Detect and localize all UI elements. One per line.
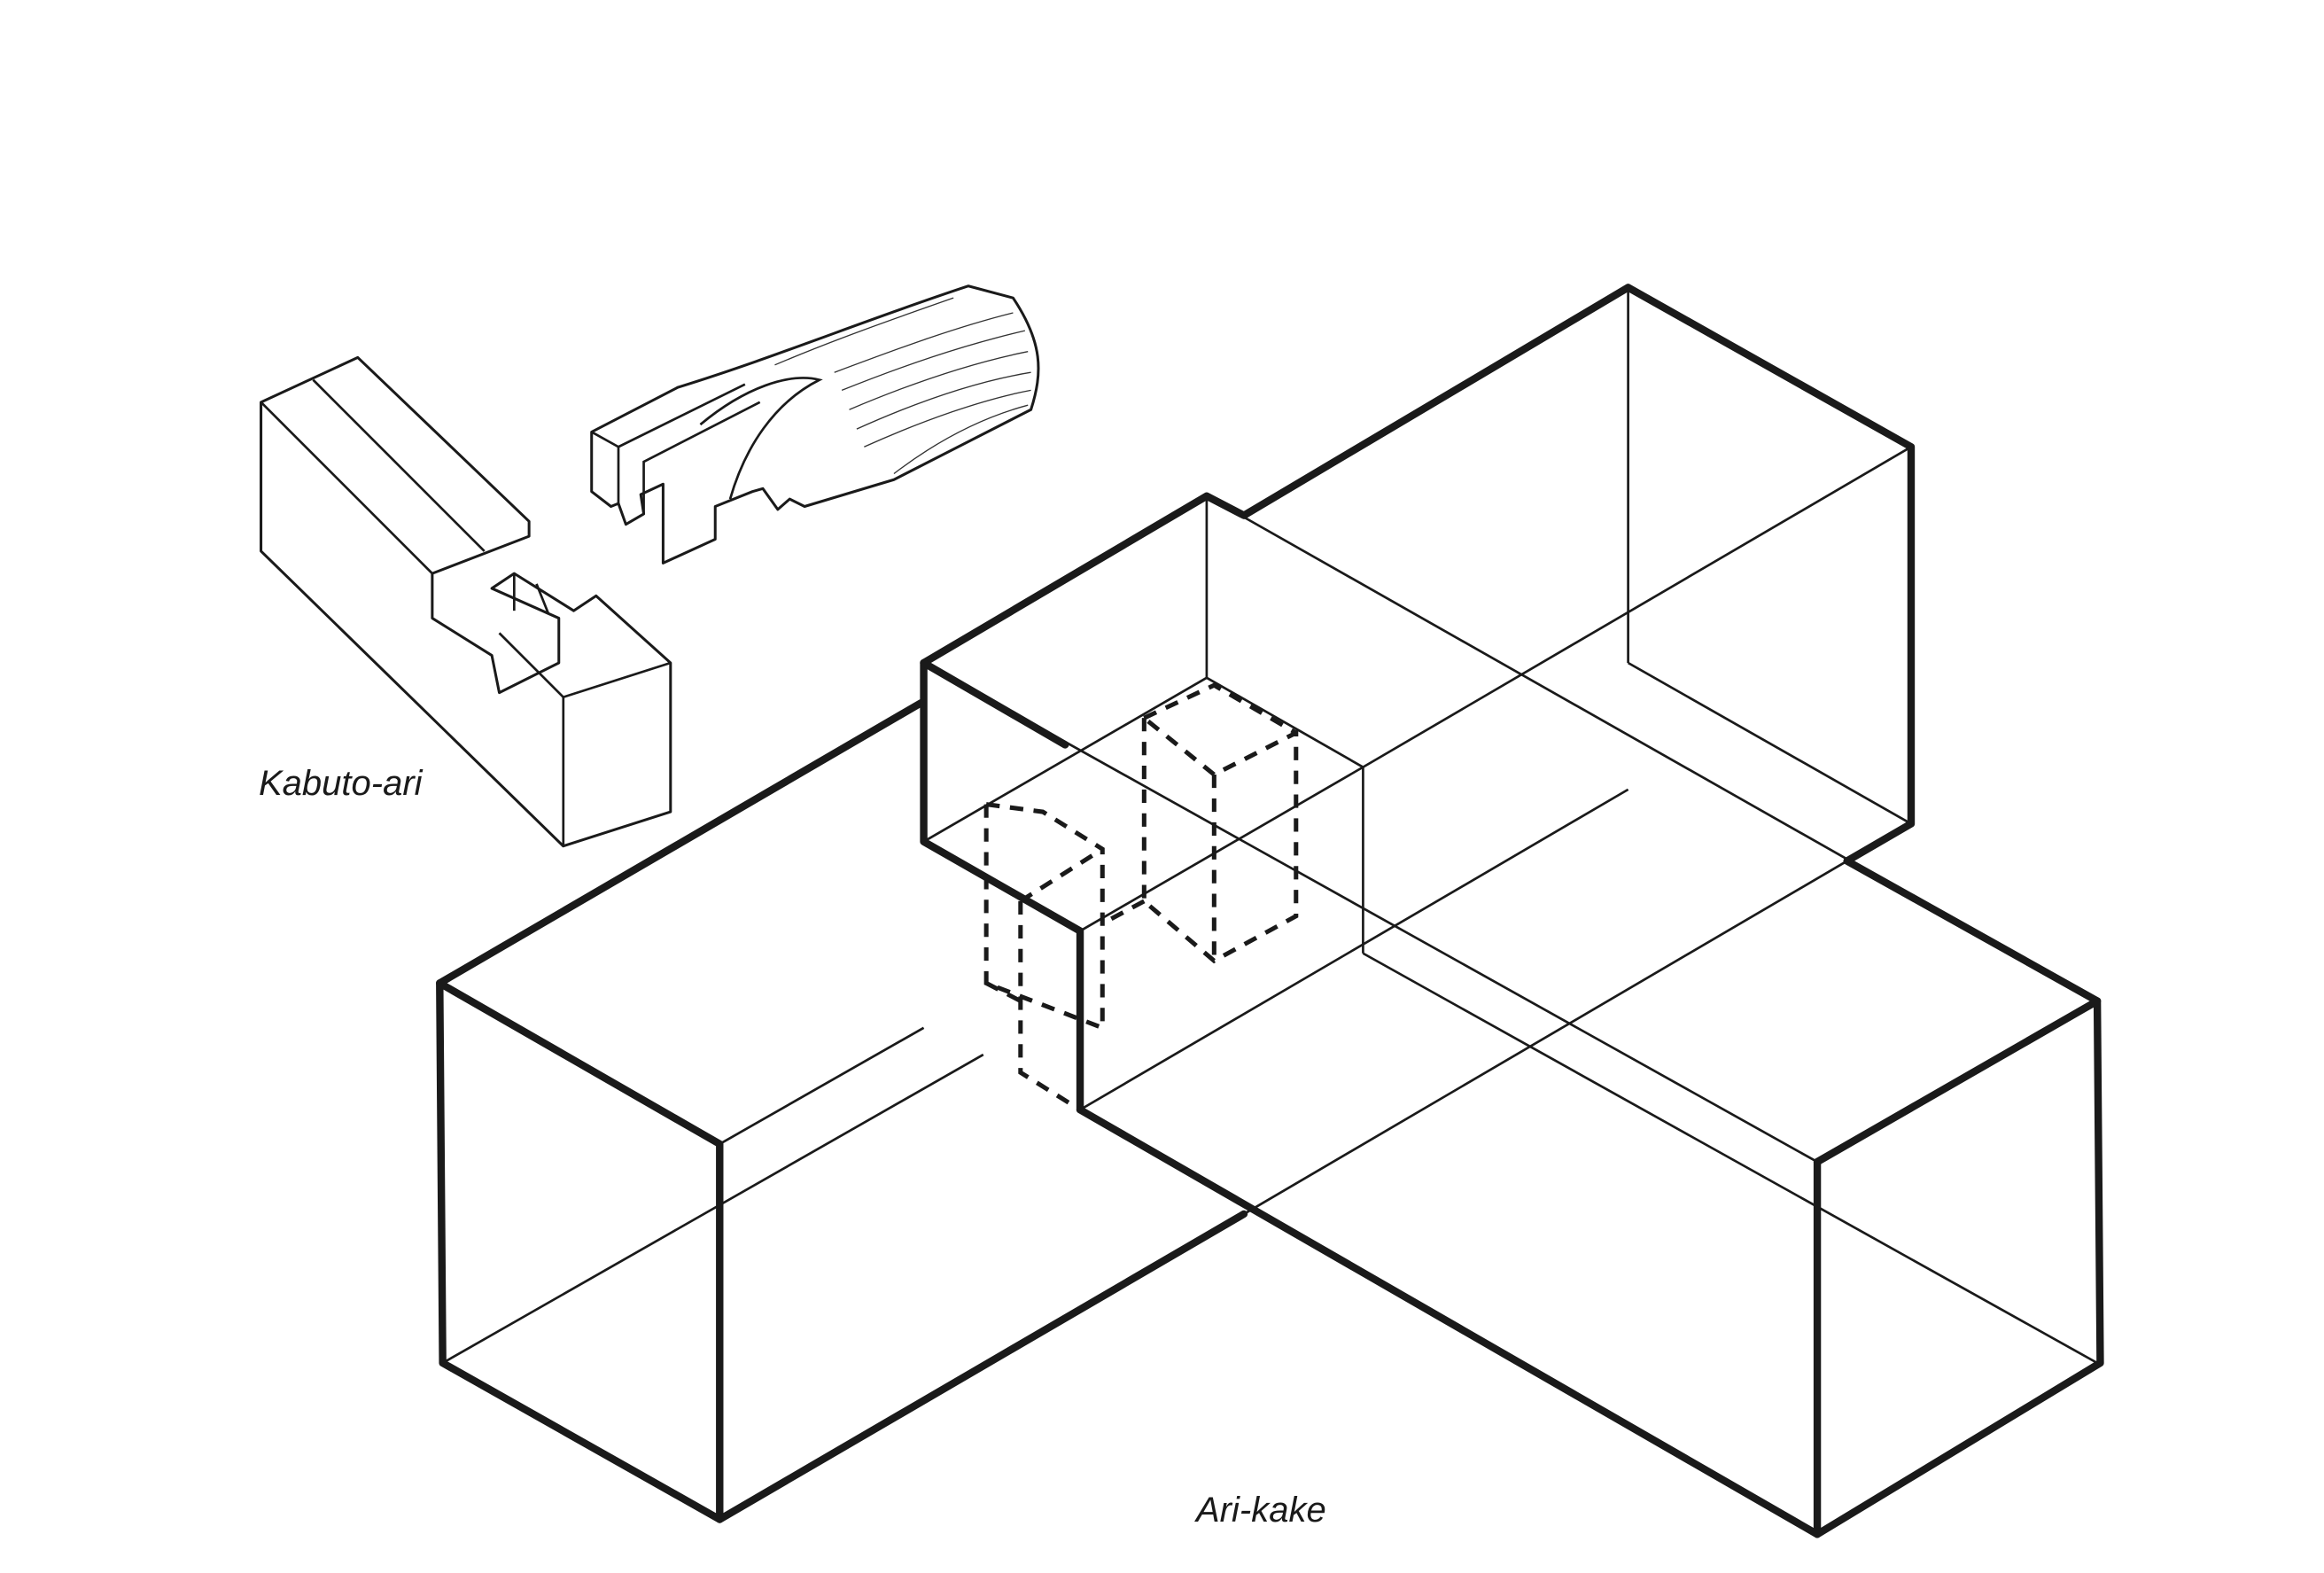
ari-kake-outline [436,284,2104,1538]
kabuto-ari-female-piece [260,355,672,848]
ari-kake-thin-edges [441,287,2098,1365]
kabuto-ari-male-piece [590,284,1040,565]
ari-kake-label: Ari-kake [1196,1491,1326,1530]
hidden-dovetail [983,682,1299,1112]
kabuto-ari-label: Kabuto-ari [259,764,423,803]
